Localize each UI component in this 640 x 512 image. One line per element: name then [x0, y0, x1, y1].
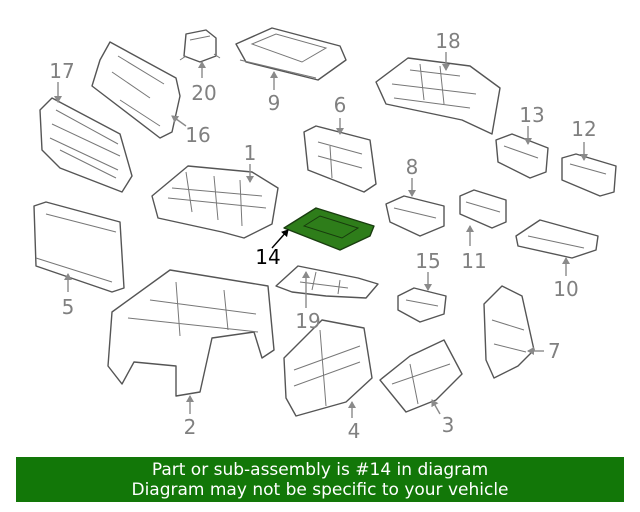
part-7-vertical-bracket[interactable] [483, 285, 535, 379]
callout-5[interactable]: 5 [62, 295, 75, 319]
part-19-bracket-plate[interactable] [275, 265, 379, 299]
leader-lines [54, 52, 588, 418]
banner-line-part-number: Part or sub-assembly is #14 in diagram [151, 460, 489, 480]
part-4-housing[interactable] [283, 319, 373, 417]
callout-11[interactable]: 11 [461, 249, 486, 273]
part-6-module[interactable] [303, 125, 377, 193]
callout-17[interactable]: 17 [49, 59, 74, 83]
part-11-module[interactable] [459, 189, 507, 229]
part-10-module[interactable] [515, 219, 599, 259]
callout-1[interactable]: 1 [244, 141, 257, 165]
callout-9[interactable]: 9 [268, 91, 281, 115]
leader-14 [271, 229, 289, 249]
info-banner: Part or sub-assembly is #14 in diagram D… [16, 457, 624, 502]
callout-10[interactable]: 10 [553, 277, 578, 301]
part-18-junction-box[interactable] [375, 57, 501, 135]
part-2-lower-frame[interactable] [107, 269, 275, 397]
callout-19[interactable]: 19 [295, 309, 320, 333]
callout-15[interactable]: 15 [415, 249, 440, 273]
callout-7[interactable]: 7 [548, 339, 561, 363]
part-3-bracket[interactable] [379, 339, 463, 413]
callout-18[interactable]: 18 [435, 29, 460, 53]
part-12-module[interactable] [561, 153, 617, 197]
callout-4[interactable]: 4 [348, 419, 361, 443]
callout-20[interactable]: 20 [191, 81, 216, 105]
callout-6[interactable]: 6 [334, 93, 347, 117]
part-1-upper-housing[interactable] [151, 165, 279, 239]
part-17-finned-module[interactable] [39, 97, 133, 193]
leader-16 [171, 115, 187, 127]
part-8-module[interactable] [385, 195, 445, 237]
callout-13[interactable]: 13 [519, 103, 544, 127]
callout-2[interactable]: 2 [184, 415, 197, 439]
callout-14[interactable]: 14 [255, 245, 280, 269]
part-5-box-module[interactable] [33, 201, 125, 293]
banner-line-disclaimer: Diagram may not be specific to your vehi… [131, 480, 509, 500]
callout-16[interactable]: 16 [185, 123, 210, 147]
callout-labels: 1 2 3 4 5 6 7 8 9 10 11 12 13 14 15 16 1… [49, 29, 596, 443]
callout-12[interactable]: 12 [571, 117, 596, 141]
part-15-module[interactable] [397, 287, 447, 323]
part-13-module[interactable] [495, 133, 549, 179]
part-20-bracket[interactable] [179, 29, 221, 63]
callout-8[interactable]: 8 [406, 155, 419, 179]
callout-3[interactable]: 3 [442, 413, 455, 437]
leader-3 [431, 399, 441, 415]
part-16-panel[interactable] [91, 41, 181, 139]
part-9-tray-module[interactable] [235, 27, 347, 81]
part-14-highlighted-module[interactable] [283, 207, 375, 251]
